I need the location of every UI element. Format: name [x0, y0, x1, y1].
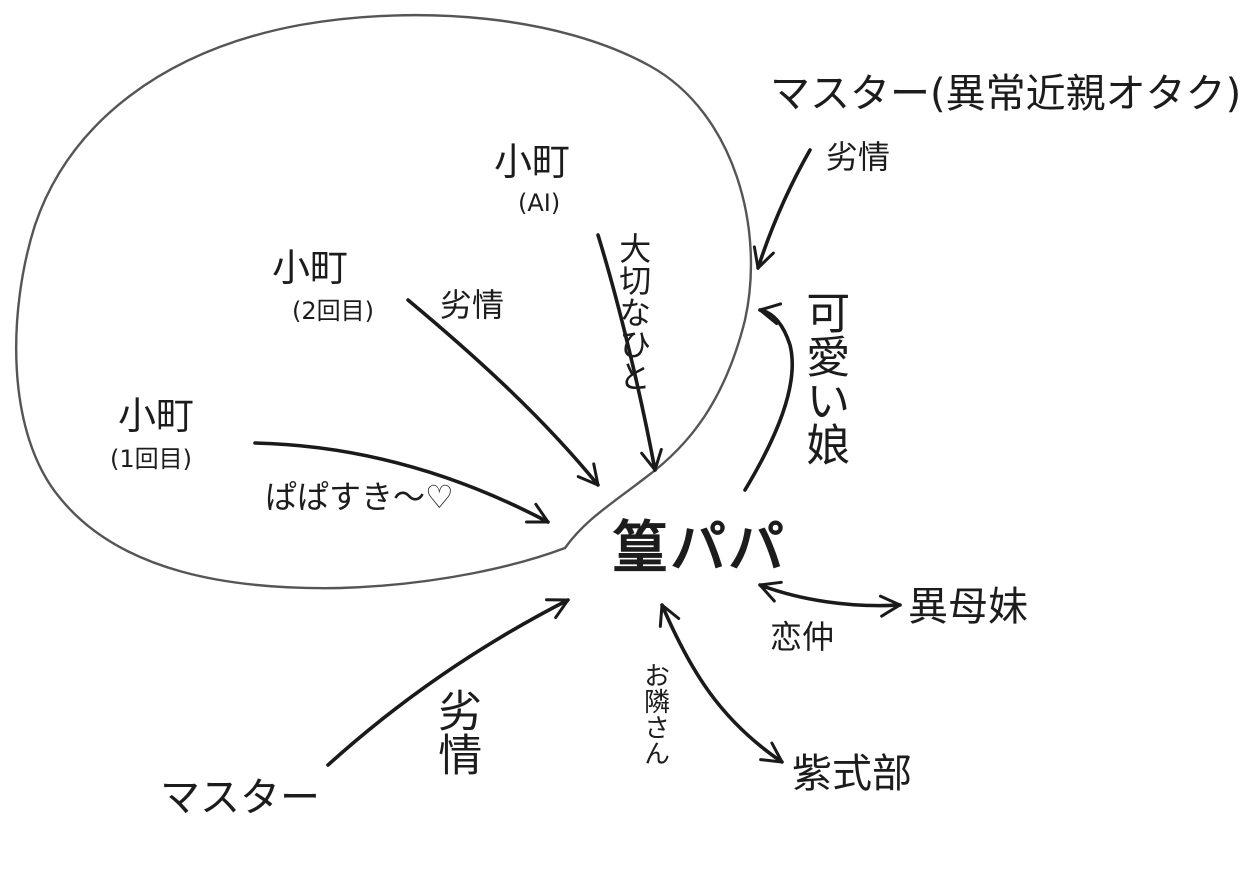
node-master-top: マスター(異常近親オタク)	[770, 71, 1242, 117]
label-komachi-1-relation: ぱぱすき～♡	[265, 478, 454, 516]
node-komachi-2: 小町	[272, 246, 349, 290]
node-komachi-1-sub: (1回目)	[110, 445, 192, 473]
center-node-papa: 篁パパ	[612, 516, 786, 581]
label-master-top-relation: 劣情	[826, 138, 891, 176]
arrow-komachi-2	[406, 298, 600, 487]
node-murasaki: 紫式部	[792, 751, 912, 797]
node-komachi-1: 小町	[118, 394, 195, 438]
label-murasaki-relation: お隣さん	[639, 662, 670, 766]
arrow-half-sister	[758, 580, 902, 618]
arrow-komachi-ai	[596, 233, 663, 472]
label-half-sister-relation: 恋仲	[770, 618, 835, 656]
node-komachi-2-sub: (2回目)	[292, 297, 374, 325]
label-komachi-ai-relation: 大切なひと	[614, 232, 653, 392]
arrow-master-bottom	[326, 598, 570, 767]
label-komachi-2-relation: 劣情	[440, 286, 505, 324]
node-master-bottom: マスター	[160, 775, 320, 821]
arrow-daughter	[743, 302, 795, 492]
komachi-group-loop	[15, 13, 753, 590]
node-half-sister: 異母妹	[908, 584, 1028, 630]
arrow-komachi-1	[253, 441, 550, 524]
arrow-master-top	[752, 148, 812, 270]
label-daughter-relation: 可愛い娘	[798, 290, 850, 466]
node-komachi-ai: 小町	[494, 140, 571, 184]
label-master-bottom-relation: 劣情	[430, 688, 482, 776]
node-komachi-ai-sub: (AI)	[518, 189, 561, 217]
arrow-murasaki	[658, 603, 784, 764]
